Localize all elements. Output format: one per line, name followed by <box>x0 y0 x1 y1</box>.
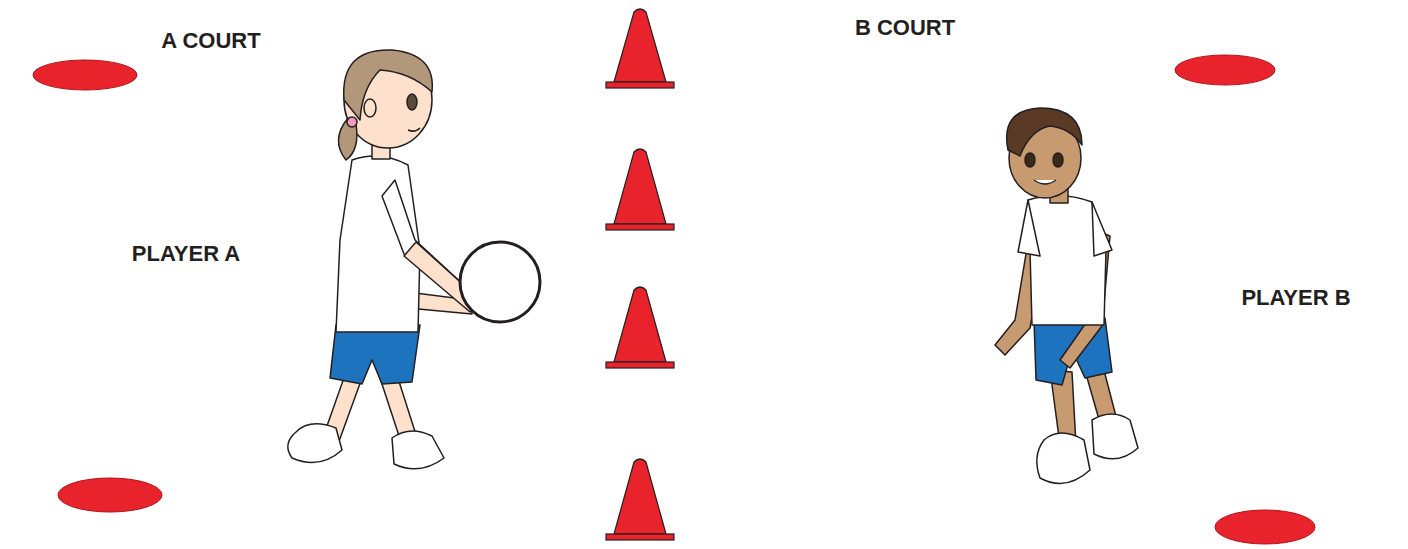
court-label: B COURT <box>855 17 955 39</box>
floor-marker <box>1175 55 1275 85</box>
ball <box>460 242 540 322</box>
cone <box>606 149 674 230</box>
court-label: A COURT <box>161 30 260 52</box>
cone <box>606 9 674 88</box>
player-boy <box>995 108 1138 483</box>
cone <box>606 287 674 368</box>
player-girl <box>288 50 480 469</box>
court-label: PLAYER B <box>1241 287 1350 309</box>
court-label: PLAYER A <box>132 243 240 265</box>
floor-marker <box>33 60 137 90</box>
floor-marker <box>58 478 162 512</box>
floor-marker <box>1215 510 1315 544</box>
cone <box>606 459 674 540</box>
